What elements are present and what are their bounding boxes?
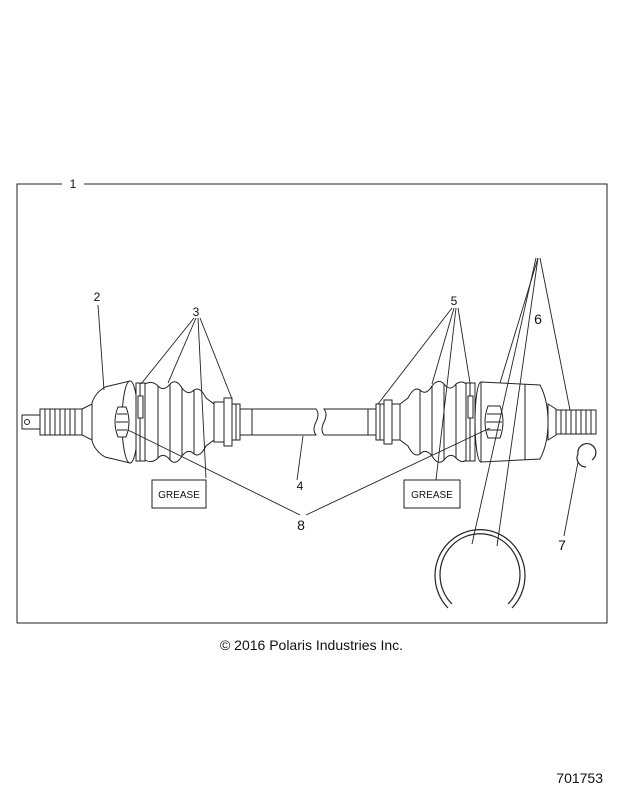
- circlip: [576, 443, 597, 468]
- center-shaft: [251, 408, 369, 436]
- grease-box-right: GREASE: [403, 479, 461, 509]
- grease-label-left: GREASE: [158, 490, 200, 501]
- leader-lines: [97, 257, 579, 547]
- assembly-frame: [16, 183, 608, 624]
- right-spline-shaft: [547, 403, 597, 441]
- right-boot: [399, 380, 467, 463]
- left-spline-shaft: [21, 403, 93, 441]
- callout-7: 7: [558, 537, 566, 553]
- callout-2: 2: [94, 290, 101, 304]
- left-inner-boot-clamp: [213, 397, 253, 447]
- copyright-text: © 2016 Polaris Industries Inc.: [219, 637, 404, 653]
- drawing-number: 701753: [556, 770, 603, 786]
- grease-box-left: GREASE: [151, 479, 207, 509]
- left-outer-boot-clamp: [135, 382, 146, 462]
- callout-6: 6: [534, 311, 542, 327]
- right-outer-boot-clamp: [465, 382, 476, 462]
- outer-cv-joint: [91, 380, 139, 464]
- callout-8: 8: [297, 517, 305, 533]
- callout-4: 4: [297, 479, 304, 493]
- callout-3: 3: [193, 305, 200, 319]
- boot-clamp-ring: [434, 529, 526, 609]
- right-inner-boot-clamp: [367, 399, 401, 445]
- inner-cv-joint: [474, 381, 549, 463]
- callout-5: 5: [451, 294, 458, 308]
- callout-1: 1: [70, 177, 77, 191]
- grease-label-right: GREASE: [411, 490, 453, 501]
